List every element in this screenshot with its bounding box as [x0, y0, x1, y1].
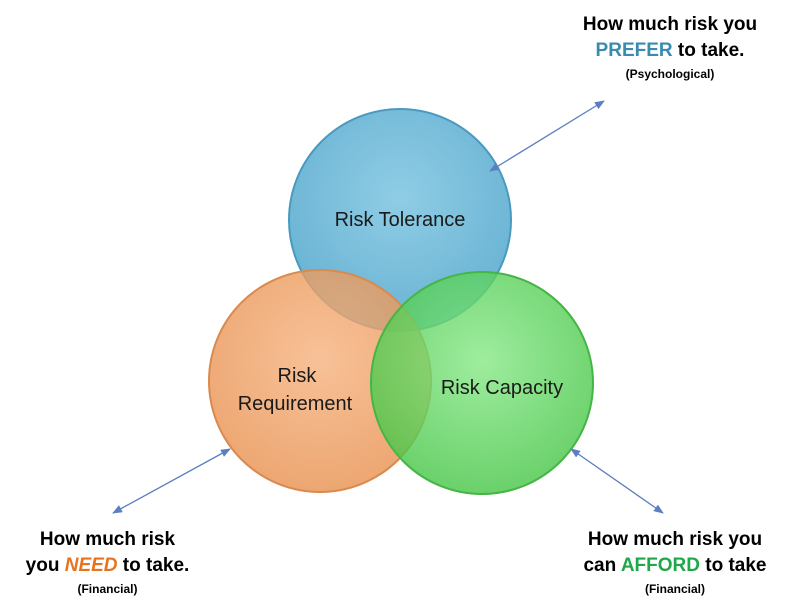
keyword-prefer: PREFER — [595, 40, 673, 61]
callout-tolerance-line1: How much risk you — [582, 14, 758, 35]
label-risk-tolerance: Risk Tolerance — [335, 209, 466, 231]
callout-capacity-line2-rest: to take — [699, 555, 767, 576]
label-risk-requirement-line1: Risk — [278, 365, 318, 387]
arrow-requirement — [112, 448, 231, 514]
callout-capacity-line2: can AFFORD to take — [565, 553, 785, 579]
arrow-tolerance — [489, 100, 605, 172]
callout-requirement-line1: How much risk — [39, 529, 176, 550]
callout-tolerance-sub: (Psychological) — [625, 67, 715, 81]
callout-capacity-line1: How much risk you — [587, 529, 763, 550]
callout-requirement-line2-rest: to take. — [117, 555, 190, 576]
label-risk-capacity: Risk Capacity — [441, 377, 563, 399]
callout-capacity-prefix: can — [583, 555, 621, 576]
callout-requirement-line2: you NEED to take. — [0, 553, 215, 579]
callout-risk-capacity: How much risk you can AFFORD to take (Fi… — [565, 527, 785, 597]
callout-requirement-sub: (Financial) — [77, 582, 138, 596]
callout-requirement-prefix: you — [25, 555, 65, 576]
callout-risk-requirement: How much risk you NEED to take. (Financi… — [0, 527, 215, 597]
callout-risk-tolerance: How much risk you PREFER to take. (Psych… — [555, 12, 785, 82]
label-risk-requirement-line2: Requirement — [238, 393, 353, 415]
callout-tolerance-line2: PREFER to take. — [555, 38, 785, 64]
circle-risk-capacity — [370, 271, 594, 495]
keyword-afford: AFFORD — [620, 555, 700, 576]
callout-tolerance-line2-rest: to take. — [672, 40, 745, 61]
arrow-capacity — [570, 448, 664, 514]
keyword-need: NEED — [64, 555, 118, 576]
callout-capacity-sub: (Financial) — [644, 582, 705, 596]
